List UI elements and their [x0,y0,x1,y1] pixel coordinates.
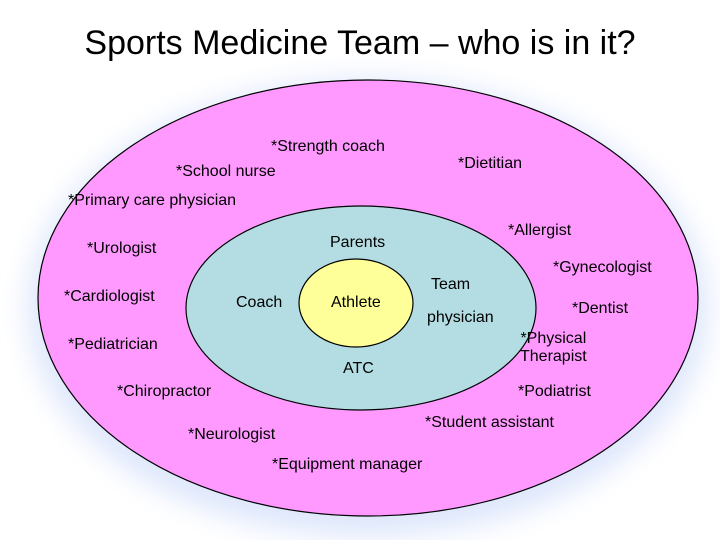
label-podiatrist: *Podiatrist [518,383,591,400]
label-strength-coach: *Strength coach [271,138,385,155]
label-atc: ATC [343,360,374,377]
label-parents: Parents [330,234,386,251]
label-chiropractor: *Chiropractor [117,383,212,400]
label-athlete: Athlete [331,294,381,311]
label-allergist: *Allergist [508,222,572,239]
label-urologist: *Urologist [87,240,157,257]
label-primary-care-physician: *Primary care physician [68,192,237,209]
page-title: Sports Medicine Team – who is in it? [84,24,636,62]
label-team-physician-line2: physician [427,309,494,326]
label-dietitian: *Dietitian [458,155,523,172]
core-ellipse [298,258,414,348]
label-coach: Coach [236,294,283,311]
label-school-nurse: *School nurse [176,163,276,180]
label-student-assistant: *Student assistant [425,414,554,431]
label-pediatrician: *Pediatrician [68,336,158,353]
label-equipment-manager: *Equipment manager [272,456,423,473]
label-physical-therapist: *Physical Therapist [520,330,587,366]
label-neurologist: *Neurologist [188,426,276,443]
label-cardiologist: *Cardiologist [64,288,155,305]
label-team-physician-line1: Team [431,276,471,293]
label-gynecologist: *Gynecologist [553,259,652,276]
label-dentist: *Dentist [572,300,629,317]
